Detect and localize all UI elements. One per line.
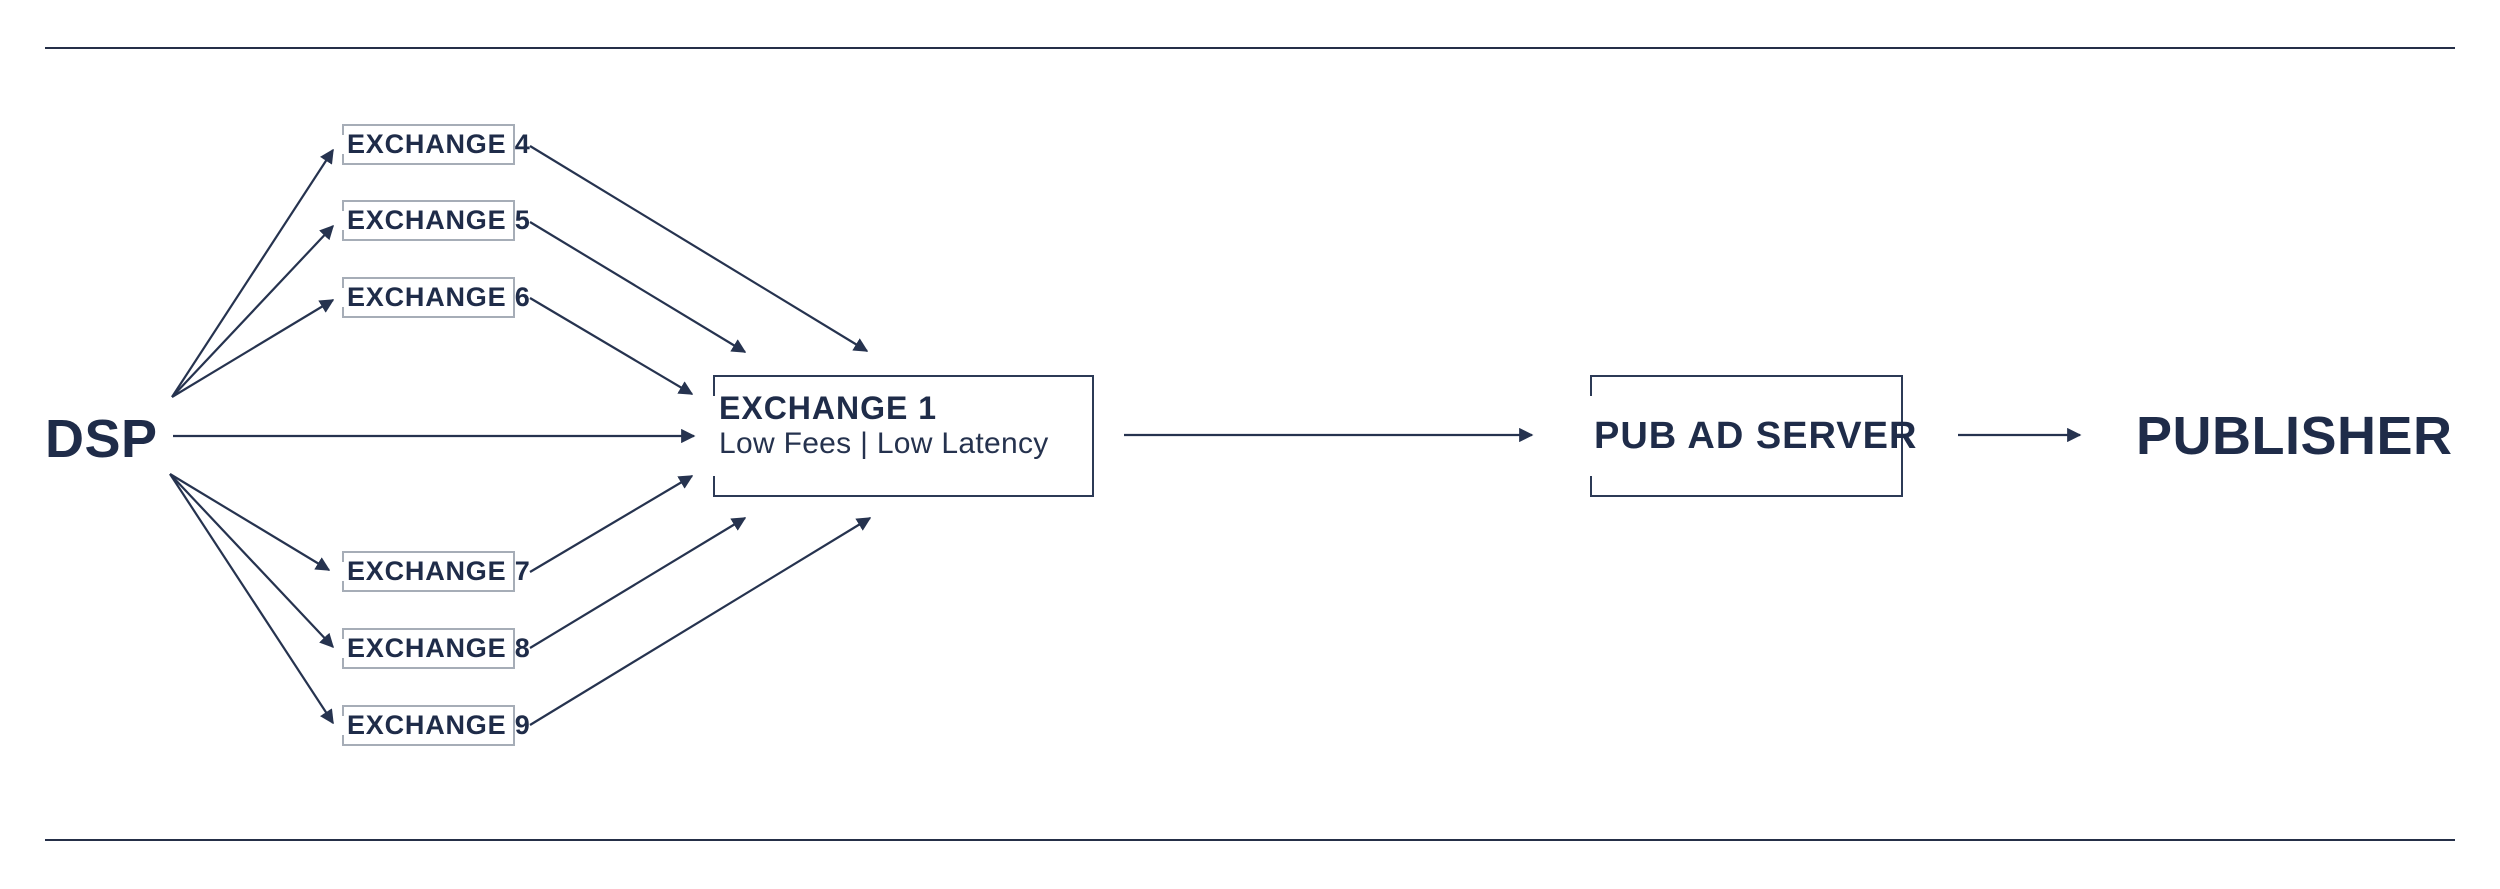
exchange-8-label: EXCHANGE 8	[347, 633, 531, 663]
edge-exchange4-exchange1	[529, 145, 869, 352]
pub-ad-server-label: PUB AD SERVER	[1594, 414, 1918, 457]
bottom-divider	[45, 839, 2455, 841]
edge-dsp-exchange9	[169, 473, 334, 725]
exchange-9-label: EXCHANGE 9	[347, 710, 531, 740]
edge-exchange9-exchange1	[529, 517, 872, 726]
dsp-node: DSP	[45, 409, 158, 469]
edge-exchange8-exchange1	[529, 517, 747, 649]
exchange-6-node: EXCHANGE 6	[342, 277, 530, 318]
exchange-6-label: EXCHANGE 6	[347, 282, 531, 312]
exchange-4-node: EXCHANGE 4	[342, 124, 530, 165]
edge-dsp-exchange4	[171, 148, 334, 398]
edge-dsp-exchange6	[171, 299, 335, 398]
exchange-5-node: EXCHANGE 5	[342, 200, 530, 241]
edge-exchange5-exchange1	[529, 221, 747, 353]
edge-dsp-exchange8	[169, 473, 334, 649]
edge-dsp-exchange7	[169, 473, 331, 571]
exchange-4-label: EXCHANGE 4	[347, 129, 531, 159]
edge-exchange7-exchange1	[529, 475, 694, 573]
edge-exchange6-exchange1	[529, 297, 694, 395]
exchange-5-label: EXCHANGE 5	[347, 205, 531, 235]
publisher-node: PUBLISHER	[2136, 406, 2453, 466]
exchange-1-title: EXCHANGE 1	[719, 390, 938, 426]
top-divider	[45, 47, 2455, 49]
exchange-1-subtitle: Low Fees | Low Latency	[719, 427, 1049, 460]
exchange-7-node: EXCHANGE 7	[342, 551, 530, 592]
exchange-7-label: EXCHANGE 7	[347, 556, 531, 586]
pub-ad-server-node: PUB AD SERVER	[1590, 375, 1916, 497]
edge-dsp-exchange5	[171, 224, 334, 398]
exchange-1-node: EXCHANGE 1 Low Fees | Low Latency	[713, 375, 1094, 497]
exchange-9-node: EXCHANGE 9	[342, 705, 530, 746]
exchange-8-node: EXCHANGE 8	[342, 628, 530, 669]
